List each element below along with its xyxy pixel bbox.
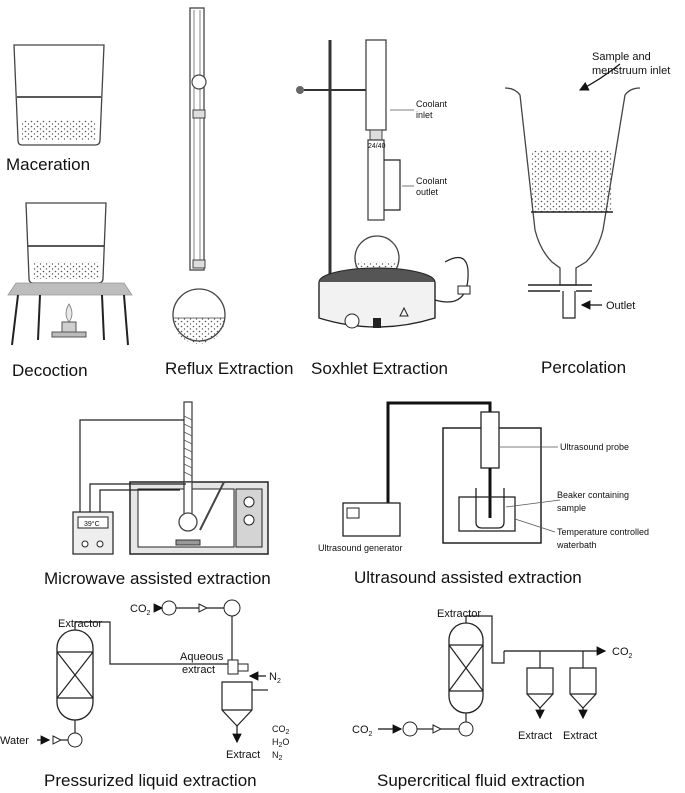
decoction-panel: Decoction xyxy=(7,202,133,380)
pressurized-out-n2: N2 xyxy=(272,750,283,762)
percolation-inlet-label: Sample and xyxy=(592,51,651,63)
soxhlet-caption: Soxhlet Extraction xyxy=(311,359,448,378)
microwave-caption: Microwave assisted extraction xyxy=(44,569,271,588)
percolation-caption: Percolation xyxy=(541,358,626,377)
ultrasound-bath-label-2: waterbath xyxy=(556,540,597,550)
supercritical-caption: Supercritical fluid extraction xyxy=(377,771,585,790)
pressurized-panel: Extractor CO2 Aqueous extract N2 Water E… xyxy=(0,599,290,790)
microwave-display: 39°C xyxy=(84,520,100,528)
pressurized-water-label: Water xyxy=(0,735,29,747)
supercritical-panel: Extractor CO2 CO2 Extract Extract Superc… xyxy=(352,608,633,790)
pressurized-co2-label: CO2 xyxy=(130,603,151,617)
pressurized-aqueous-label: Aqueous xyxy=(180,651,224,663)
pressurized-extractor-label: Extractor xyxy=(58,618,102,630)
ultrasound-bath-label: Temperature controlled xyxy=(557,527,649,537)
ultrasound-caption: Ultrasound assisted extraction xyxy=(354,568,582,587)
pressurized-extract-label: Extract xyxy=(226,749,260,761)
soxhlet-coolant-inlet-label: Coolant xyxy=(416,99,448,109)
pressurized-n2-label: N2 xyxy=(269,671,281,685)
pressurized-aqueous-label-2: extract xyxy=(182,664,215,676)
percolation-panel: Sample and menstruum inlet Outlet Percol… xyxy=(504,51,670,377)
reflux-caption: Reflux Extraction xyxy=(165,359,294,378)
supercritical-extractor-label: Extractor xyxy=(437,608,481,620)
maceration-panel: Maceration xyxy=(6,44,105,174)
soxhlet-coolant-outlet-label: Coolant xyxy=(416,176,448,186)
pressurized-out-co2: CO2 xyxy=(272,724,290,736)
reflux-panel: Reflux Extraction xyxy=(165,7,294,378)
ultrasound-beaker-label: Beaker containing xyxy=(557,490,629,500)
maceration-caption: Maceration xyxy=(6,155,90,174)
ultrasound-probe-label: Ultrasound probe xyxy=(560,442,629,452)
microwave-panel: 39°C Microwave assisted extraction xyxy=(44,401,271,588)
supercritical-extract-label-2: Extract xyxy=(563,730,597,742)
pressurized-caption: Pressurized liquid extraction xyxy=(44,771,257,790)
decoction-caption: Decoction xyxy=(12,361,88,380)
ultrasound-panel: Ultrasound probe Beaker containing sampl… xyxy=(318,401,649,587)
percolation-outlet-label: Outlet xyxy=(606,300,635,312)
soxhlet-panel: Coolant inlet Coolant outlet 24/40 Soxhl… xyxy=(296,39,471,378)
soxhlet-coolant-outlet-label-2: outlet xyxy=(416,187,439,197)
supercritical-co2-in-label: CO2 xyxy=(352,724,373,738)
supercritical-co2-out-label: CO2 xyxy=(612,646,633,660)
ultrasound-generator-label: Ultrasound generator xyxy=(318,543,403,553)
pressurized-out-h2o: H2O xyxy=(272,737,289,749)
supercritical-extract-label-1: Extract xyxy=(518,730,552,742)
ultrasound-beaker-label-2: sample xyxy=(557,503,586,513)
soxhlet-joint-label: 24/40 xyxy=(368,143,386,150)
percolation-inlet-label-2: menstruum inlet xyxy=(592,65,670,77)
soxhlet-coolant-inlet-label-2: inlet xyxy=(416,110,433,120)
